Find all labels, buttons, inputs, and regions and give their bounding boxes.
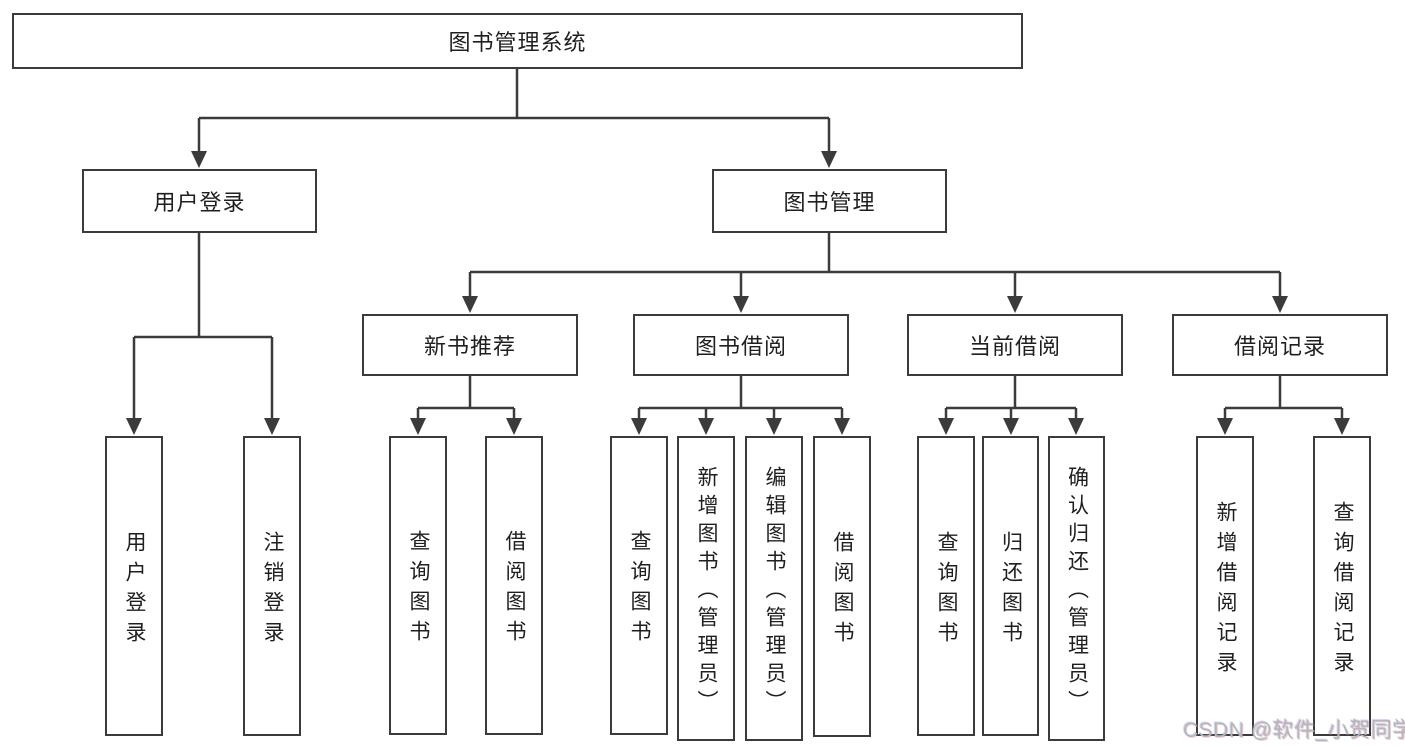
node-new-book-recommend: 新书推荐 [362, 314, 578, 376]
leaf-label: 查询借阅记录 [1331, 500, 1354, 681]
arrow-icon [1217, 418, 1233, 435]
arrow-icon [766, 418, 782, 435]
node-label: 借阅记录 [1233, 334, 1326, 359]
arrow-icon [631, 418, 647, 435]
leaf-label: 注销登录 [261, 530, 284, 651]
leaf-user-login: 用户登录 [105, 436, 163, 736]
edge-records-split [1223, 376, 1344, 420]
leaf-query-borrow-record: 查询借阅记录 [1313, 436, 1371, 736]
node-label: 当前借阅 [968, 334, 1061, 359]
leaf-return-book: 归还图书 [982, 436, 1039, 736]
node-user-login: 用户登录 [82, 169, 317, 233]
leaf-label: 编辑图书（管理员） [763, 466, 786, 718]
node-label: 用户登录 [153, 190, 246, 215]
node-borrowing-records: 借阅记录 [1172, 314, 1388, 376]
arrow-icon [733, 296, 749, 313]
node-book-management: 图书管理 [712, 169, 947, 233]
edge-root-split [197, 69, 831, 152]
node-label: 图书借阅 [694, 334, 787, 359]
leaf-query-books-current: 查询图书 [917, 436, 975, 736]
leaf-borrow-books-recommend: 借阅图书 [485, 436, 543, 735]
arrow-icon [506, 418, 522, 435]
arrow-icon [1068, 418, 1084, 435]
leaf-label: 新增图书（管理员） [695, 466, 718, 718]
edge-current-split [944, 376, 1078, 420]
node-label: 图书管理 [783, 190, 876, 215]
node-label: 图书管理系统 [448, 30, 587, 55]
leaf-query-books-borrowing: 查询图书 [610, 436, 668, 735]
leaf-label: 借阅图书 [503, 530, 526, 650]
edge-login-split [132, 233, 274, 420]
arrow-icon [1334, 418, 1350, 435]
leaf-label: 查询图书 [935, 530, 958, 651]
arrowheads [126, 151, 1350, 435]
arrow-icon [821, 151, 837, 168]
node-label: 新书推荐 [423, 334, 516, 359]
arrow-icon [462, 296, 478, 313]
leaf-label: 借阅图书 [831, 531, 854, 651]
leaf-add-book-admin: 新增图书（管理员） [677, 436, 735, 741]
leaf-borrow-books-borrowing: 借阅图书 [813, 436, 871, 737]
leaf-label: 用户登录 [123, 530, 146, 651]
edge-rec-split [416, 376, 516, 420]
arrow-icon [1003, 418, 1019, 435]
leaf-confirm-return-admin: 确认归还（管理员） [1048, 436, 1105, 741]
arrow-icon [126, 418, 142, 435]
edge-mgmt-split [468, 233, 1282, 297]
node-book-borrowing: 图书借阅 [633, 314, 849, 376]
arrow-icon [1007, 296, 1023, 313]
node-library-system: 图书管理系统 [12, 13, 1023, 69]
arrow-icon [834, 418, 850, 435]
leaf-label: 新增借阅记录 [1214, 500, 1237, 681]
leaf-label: 查询图书 [628, 530, 651, 650]
csdn-watermark: CSDN @软件_小贺同学 [1183, 719, 1405, 742]
leaf-label: 归还图书 [999, 530, 1023, 651]
leaf-logout: 注销登录 [243, 436, 301, 736]
leaf-add-borrow-record: 新增借阅记录 [1196, 436, 1254, 736]
arrow-icon [264, 418, 280, 435]
leaf-edit-book-admin: 编辑图书（管理员） [745, 436, 803, 741]
leaf-label: 确认归还（管理员） [1065, 466, 1089, 718]
arrow-icon [191, 151, 207, 168]
arrow-icon [698, 418, 714, 435]
arrow-icon [410, 418, 426, 435]
leaf-label: 查询图书 [407, 530, 430, 650]
arrow-icon [938, 418, 954, 435]
leaf-query-books-recommend: 查询图书 [389, 436, 447, 735]
edge-borrow-split [637, 376, 844, 420]
node-current-borrowing: 当前借阅 [907, 314, 1123, 376]
arrow-icon [1272, 296, 1288, 313]
